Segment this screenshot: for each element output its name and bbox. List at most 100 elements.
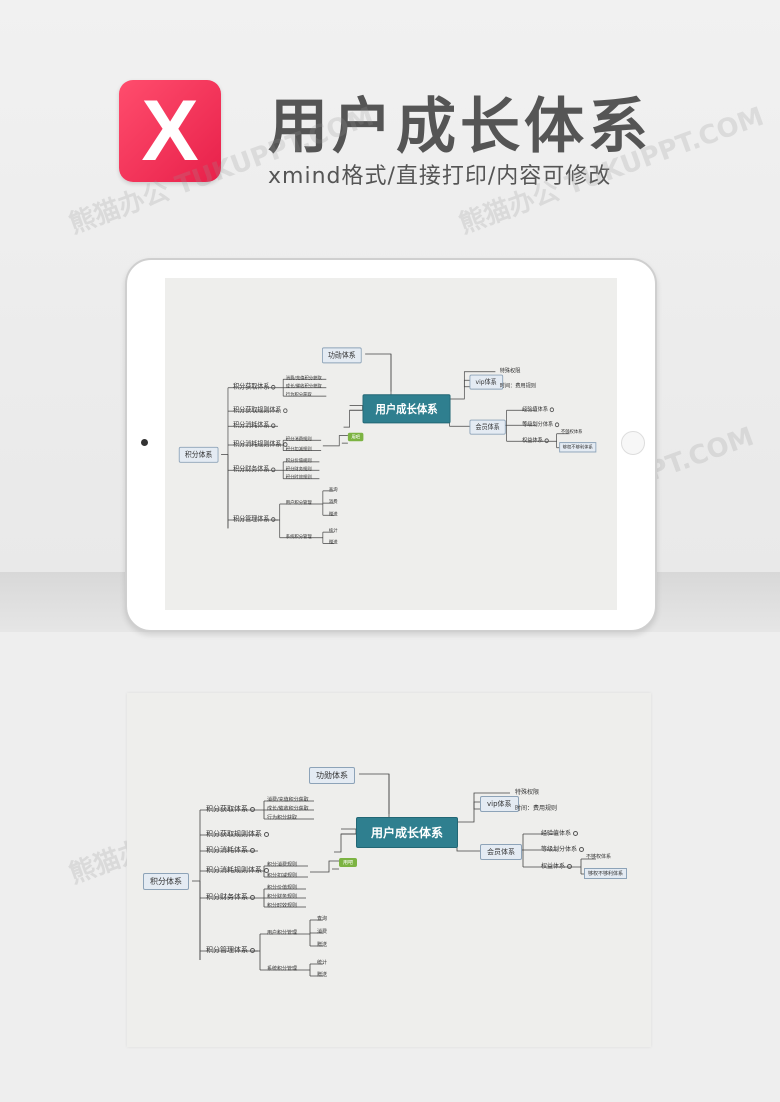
leaf: 不够权体系 xyxy=(560,429,583,435)
points-child-label: 积分财务体系 xyxy=(233,465,270,474)
leaf: 积分财务规则 xyxy=(267,894,298,900)
leaf: 时间：费用规则 xyxy=(499,383,536,390)
tablet-frame: 用户成长体系 功勋体系 积分体系 积分获取体系 积分获取规则体系 积分消耗体系 … xyxy=(125,258,657,632)
collapse-dot-icon xyxy=(264,831,269,837)
mindmap: 用户成长体系 功勋体系 积分体系 积分获取体系 积分获取规则体系 积分消耗体系 … xyxy=(165,278,617,610)
leaf: 查询 xyxy=(328,487,338,493)
points-child: 积分消耗规则体系 xyxy=(233,439,288,448)
central-topic: 用户成长体系 xyxy=(362,394,451,424)
page-subtitle: xmind格式/直接打印/内容可修改 xyxy=(268,164,612,189)
member-child: 经验值体系 xyxy=(541,828,579,837)
home-button xyxy=(621,431,645,455)
member-child-label: 权益体系 xyxy=(522,437,543,445)
member-child-label: 等级划分体系 xyxy=(522,421,554,429)
leaf: 行为积分获取 xyxy=(285,392,312,399)
points-child-label: 积分管理体系 xyxy=(206,946,248,954)
leaf: 积分价值规则 xyxy=(285,458,312,464)
leaf: 成长/催收积分获取 xyxy=(267,806,309,812)
points-child-label: 积分消耗规则体系 xyxy=(233,440,282,448)
collapse-dot-icon xyxy=(250,806,255,812)
member-child: 权益体系 xyxy=(522,436,549,444)
points-child-label: 积分财务体系 xyxy=(206,893,248,901)
points-child: 积分获取体系 xyxy=(233,382,276,391)
topic-points: 积分体系 xyxy=(143,873,189,890)
points-child: 积分获取规则体系 xyxy=(233,406,288,415)
leaf: 赠送 xyxy=(328,511,338,518)
leaf-highlighted: 够权不够利体系 xyxy=(584,868,628,879)
points-child: 积分消耗体系 xyxy=(206,845,255,855)
member-child-label: 经验值体系 xyxy=(522,406,549,414)
leaf: 行为积分获取 xyxy=(267,815,298,821)
points-child: 积分财务体系 xyxy=(233,465,276,474)
leaf: 赠送 xyxy=(317,942,328,948)
central-topic: 用户成长体系 xyxy=(356,817,459,848)
camera-icon xyxy=(141,439,148,446)
topic-incentive: 功勋体系 xyxy=(321,347,362,364)
page-title: 用户成长体系 xyxy=(268,92,652,162)
points-child-label: 积分管理体系 xyxy=(233,515,270,523)
member-child-label: 权益体系 xyxy=(541,863,566,870)
member-child-label: 经验值体系 xyxy=(541,830,572,837)
collapse-dot-icon xyxy=(250,894,255,900)
leaf: 消费/充值积分获取 xyxy=(267,797,309,803)
leaf: 赠送 xyxy=(317,972,328,978)
member-child: 等级划分体系 xyxy=(541,844,585,853)
leaf: 消费 xyxy=(328,499,338,505)
mgmt-user: 用户积分管理 xyxy=(285,500,312,506)
collapse-dot-icon xyxy=(250,947,255,953)
leaf: 统计 xyxy=(328,528,338,535)
leaf-highlighted: 够权不够利体系 xyxy=(559,442,597,453)
topic-incentive: 功勋体系 xyxy=(309,767,355,784)
tag-label: 用吧 xyxy=(339,858,358,867)
logo-letter: X xyxy=(141,83,199,179)
collapse-dot-icon xyxy=(573,831,579,836)
leaf: 积分财务规则 xyxy=(285,466,312,473)
leaf: 赠送 xyxy=(328,539,338,546)
leaf: 时间：费用规则 xyxy=(515,805,558,812)
points-child: 积分管理体系 xyxy=(206,945,255,955)
topic-member: 会员体系 xyxy=(469,419,506,435)
leaf: 积分时效规则 xyxy=(267,903,298,909)
collapse-dot-icon xyxy=(283,407,288,413)
collapse-dot-icon xyxy=(250,847,255,853)
topic-points: 积分体系 xyxy=(178,446,219,463)
xmind-logo: X xyxy=(119,80,221,182)
member-child: 权益体系 xyxy=(541,861,573,870)
collapse-dot-icon xyxy=(271,516,276,522)
leaf: 积分扣减规则 xyxy=(267,873,298,879)
leaf: 特殊权限 xyxy=(499,368,521,375)
points-child-label: 积分消耗规则体系 xyxy=(206,866,262,874)
leaf: 积分消费规则 xyxy=(267,862,298,868)
collapse-dot-icon xyxy=(271,384,276,390)
tag-label: 用吧 xyxy=(347,432,364,442)
leaf: 积分消费规则 xyxy=(285,436,312,443)
collapse-dot-icon xyxy=(549,407,555,413)
leaf: 积分价值规则 xyxy=(267,885,298,891)
leaf: 统计 xyxy=(317,960,328,966)
collapse-dot-icon xyxy=(283,441,288,447)
tablet-screen: 用户成长体系 功勋体系 积分体系 积分获取体系 积分获取规则体系 积分消耗体系 … xyxy=(165,278,617,610)
points-child-label: 积分获取体系 xyxy=(233,383,270,391)
mgmt-system: 系统积分管理 xyxy=(267,966,298,972)
collapse-dot-icon xyxy=(264,867,269,873)
points-child: 积分财务体系 xyxy=(206,892,255,902)
points-child: 积分消耗规则体系 xyxy=(206,865,269,875)
leaf: 不够权体系 xyxy=(586,854,612,860)
points-child: 积分获取体系 xyxy=(206,804,255,814)
points-child: 积分管理体系 xyxy=(233,514,276,523)
leaf: 积分时效规则 xyxy=(285,474,312,481)
leaf: 消费/充值积分获取 xyxy=(285,375,322,382)
collapse-dot-icon xyxy=(544,438,549,444)
points-child-label: 积分获取规则体系 xyxy=(233,406,282,414)
mgmt-system: 系统积分管理 xyxy=(285,534,312,540)
collapse-dot-icon xyxy=(554,422,560,428)
points-child-label: 积分消耗体系 xyxy=(206,846,248,854)
leaf: 成长/催收积分获取 xyxy=(285,383,322,390)
collapse-dot-icon xyxy=(579,847,585,852)
points-child-label: 积分消耗体系 xyxy=(233,421,270,430)
points-child-label: 积分获取规则体系 xyxy=(206,830,262,838)
topic-vip: vip体系 xyxy=(469,374,503,390)
collapse-dot-icon xyxy=(567,864,573,869)
leaf: 查询 xyxy=(317,916,328,922)
points-child: 积分消耗体系 xyxy=(233,421,276,430)
